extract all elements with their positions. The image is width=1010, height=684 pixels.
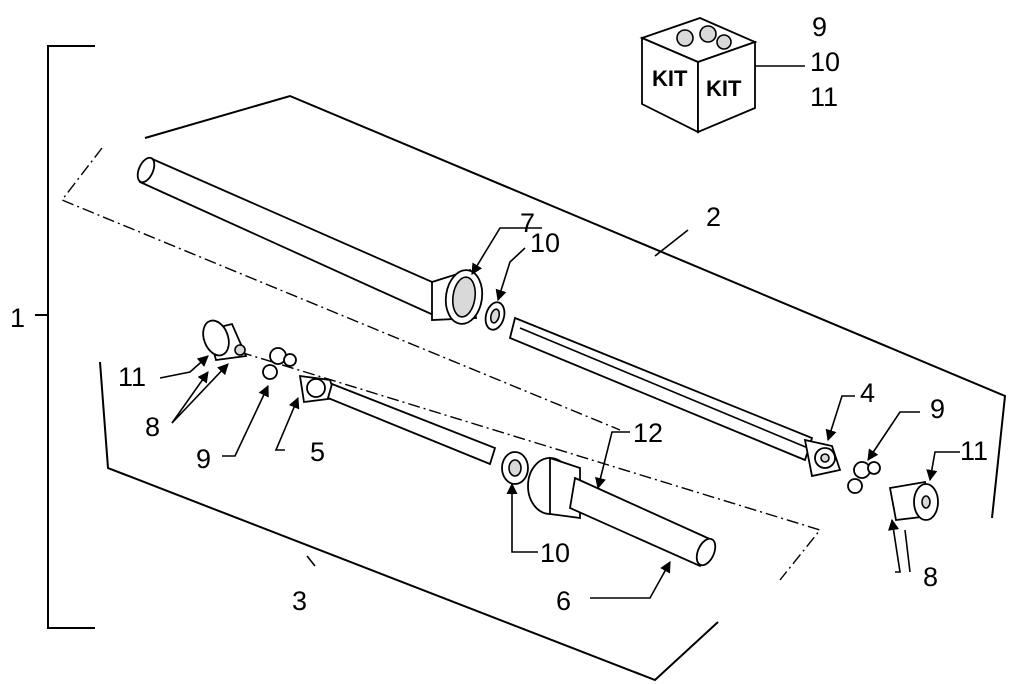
label-10-upper: 10 xyxy=(530,228,560,258)
label-8-left: 8 xyxy=(145,412,160,442)
kit-face-left: KIT xyxy=(652,66,688,91)
label-10-kit: 10 xyxy=(810,47,840,77)
cross-kit-right-part-9 xyxy=(847,461,881,494)
end-yoke-right-part-11 xyxy=(888,480,939,521)
label-7: 7 xyxy=(520,208,535,238)
end-yoke-left-part-11 xyxy=(202,319,248,361)
label-11-left: 11 xyxy=(118,362,146,392)
label-3: 3 xyxy=(292,586,307,616)
centerline-dashes xyxy=(60,147,822,581)
label-5: 5 xyxy=(310,437,325,467)
label-9-right: 9 xyxy=(930,394,945,424)
inner-yoke-part-5 xyxy=(298,374,338,404)
label-8-right: 8 xyxy=(923,562,938,592)
label-6: 6 xyxy=(556,586,571,616)
washer-upper-part-10 xyxy=(484,301,506,331)
inner-shaft xyxy=(326,382,497,466)
guard-cone-part-7 xyxy=(431,268,484,325)
assembly-bracket xyxy=(35,45,95,629)
inner-half-bracket xyxy=(99,361,719,682)
washer-lower-part-10 xyxy=(501,451,529,485)
inner-tube-part-6 xyxy=(568,476,717,568)
outer-tube xyxy=(136,156,457,320)
kit-box: KIT KIT xyxy=(639,17,805,134)
leader-lines xyxy=(159,227,960,599)
label-11-kit: 11 xyxy=(810,82,838,112)
label-12: 12 xyxy=(633,418,663,448)
label-10-lower: 10 xyxy=(540,538,570,568)
label-1: 1 xyxy=(10,303,25,333)
kit-face-right: KIT xyxy=(706,76,742,101)
label-11-right: 11 xyxy=(960,436,988,466)
profile-bar-upper xyxy=(508,316,814,462)
callout-labels: 1 2 3 4 5 6 7 8 8 9 9 9 10 10 10 11 11 1… xyxy=(10,12,988,616)
label-9-left: 9 xyxy=(196,444,211,474)
cross-kit-left-part-9 xyxy=(262,347,297,380)
outer-half-bracket xyxy=(144,94,1007,519)
yoke-part-4 xyxy=(803,438,842,478)
label-9-kit: 9 xyxy=(812,12,827,42)
label-2: 2 xyxy=(706,202,721,232)
label-4: 4 xyxy=(860,378,875,408)
